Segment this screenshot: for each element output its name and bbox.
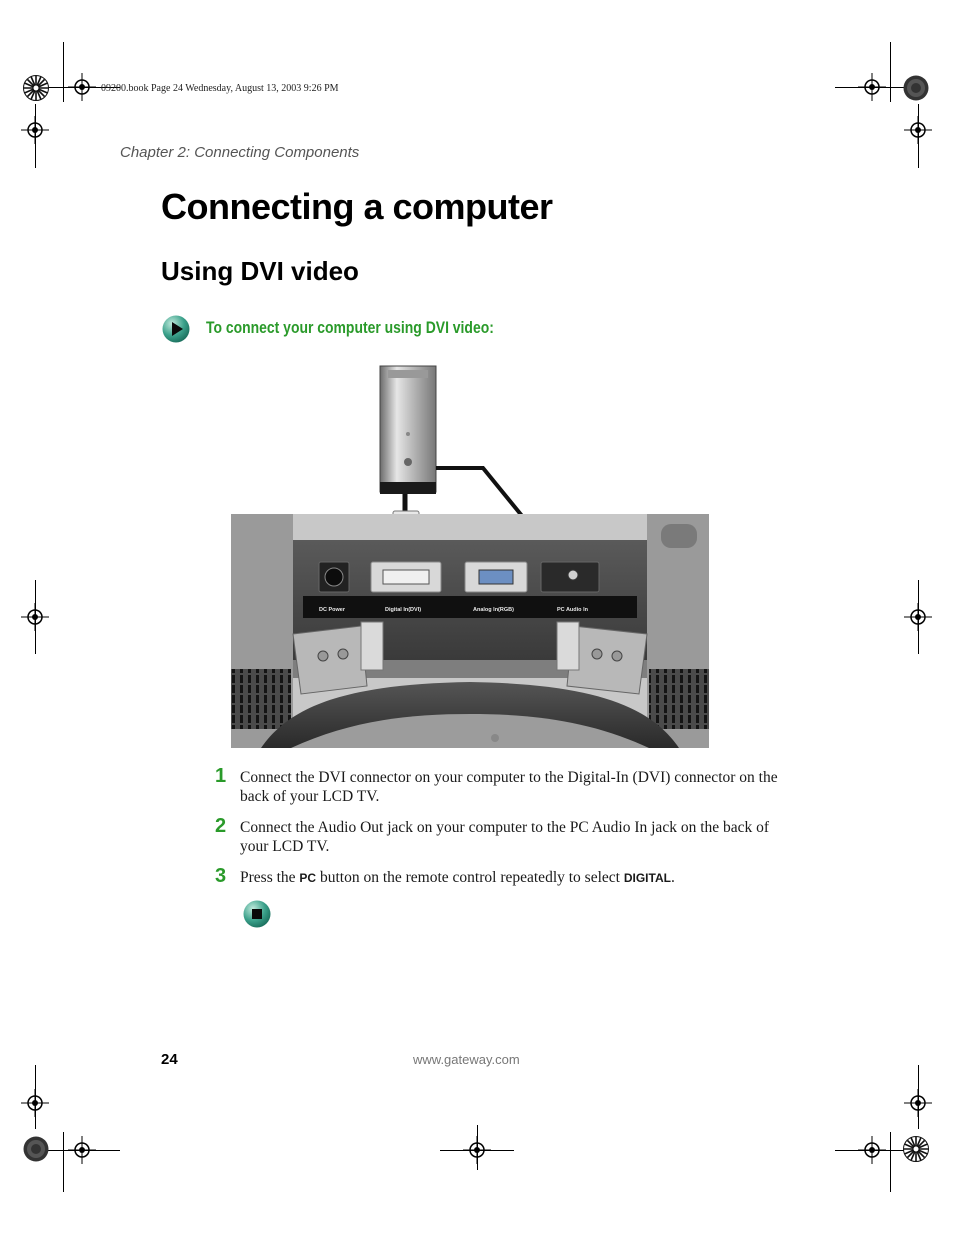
chapter-header: Chapter 2: Connecting Components — [120, 144, 360, 161]
computer-tower — [379, 365, 437, 494]
page-title: Connecting a computer — [161, 186, 553, 227]
crop-mark — [63, 42, 64, 102]
star-target-icon — [903, 1136, 929, 1162]
registration-mark-icon — [68, 73, 96, 101]
port-labels: DC Power Digital In(DVI) Analog In(RGB) … — [319, 607, 589, 613]
page-number: 24 — [161, 1051, 178, 1068]
crop-mark — [890, 42, 891, 102]
stand-brackets — [292, 621, 648, 695]
star-target-icon — [23, 1136, 49, 1162]
digital-setting-label: DIGITAL — [623, 871, 671, 885]
registration-mark-icon — [904, 116, 932, 144]
step-text: Connect the DVI connector on your comput… — [240, 769, 778, 805]
footer-url: www.gateway.com — [413, 1052, 520, 1067]
registration-mark-icon — [21, 116, 49, 144]
step-text-part: . — [670, 869, 675, 886]
pc-button-label: PC — [299, 871, 317, 885]
registration-mark-icon — [858, 73, 886, 101]
tv-stand-base — [261, 682, 679, 748]
book-header: 09200.book Page 24 Wednesday, August 13,… — [101, 83, 339, 94]
registration-mark-icon — [904, 603, 932, 631]
registration-mark-icon — [463, 1136, 491, 1164]
registration-mark-icon — [21, 1089, 49, 1117]
crop-mark — [890, 1132, 891, 1192]
port-label-digital-in: Digital In(DVI) — [385, 607, 421, 613]
port-label-dc-power: DC Power — [319, 607, 346, 613]
registration-mark-icon — [904, 1089, 932, 1117]
step-number: 2 — [215, 815, 227, 837]
stop-square-icon — [243, 900, 271, 928]
step-text: Connect the Audio Out jack on your compu… — [240, 819, 770, 855]
star-target-icon — [903, 75, 929, 101]
step-3: 3 Press the PC button on the remote cont… — [215, 865, 785, 888]
port-label-analog-in: Analog In(RGB) — [473, 607, 514, 613]
procedure-title: To connect your computer using DVI video… — [206, 318, 494, 337]
step-number: 3 — [215, 865, 227, 887]
registration-mark-icon — [858, 1136, 886, 1164]
port-label-pc-audio-in: PC Audio In — [557, 607, 589, 613]
step-1: 1 Connect the DVI connector on your comp… — [215, 765, 785, 806]
crop-mark — [63, 1132, 64, 1192]
star-target-icon — [23, 75, 49, 101]
connection-photo: DC Power Digital In(DVI) Analog In(RGB) … — [231, 365, 709, 748]
play-arrow-icon — [162, 315, 190, 343]
step-text-part: button on the remote control repeatedly … — [316, 869, 624, 886]
step-text: Press the PC button on the remote contro… — [240, 868, 785, 888]
step-2: 2 Connect the Audio Out jack on your com… — [215, 815, 785, 856]
step-number: 1 — [215, 765, 227, 787]
registration-mark-icon — [21, 603, 49, 631]
registration-mark-icon — [68, 1136, 96, 1164]
step-text-part: Press the — [240, 869, 300, 886]
step-list: 1 Connect the DVI connector on your comp… — [215, 765, 785, 900]
section-title: Using DVI video — [161, 256, 359, 286]
